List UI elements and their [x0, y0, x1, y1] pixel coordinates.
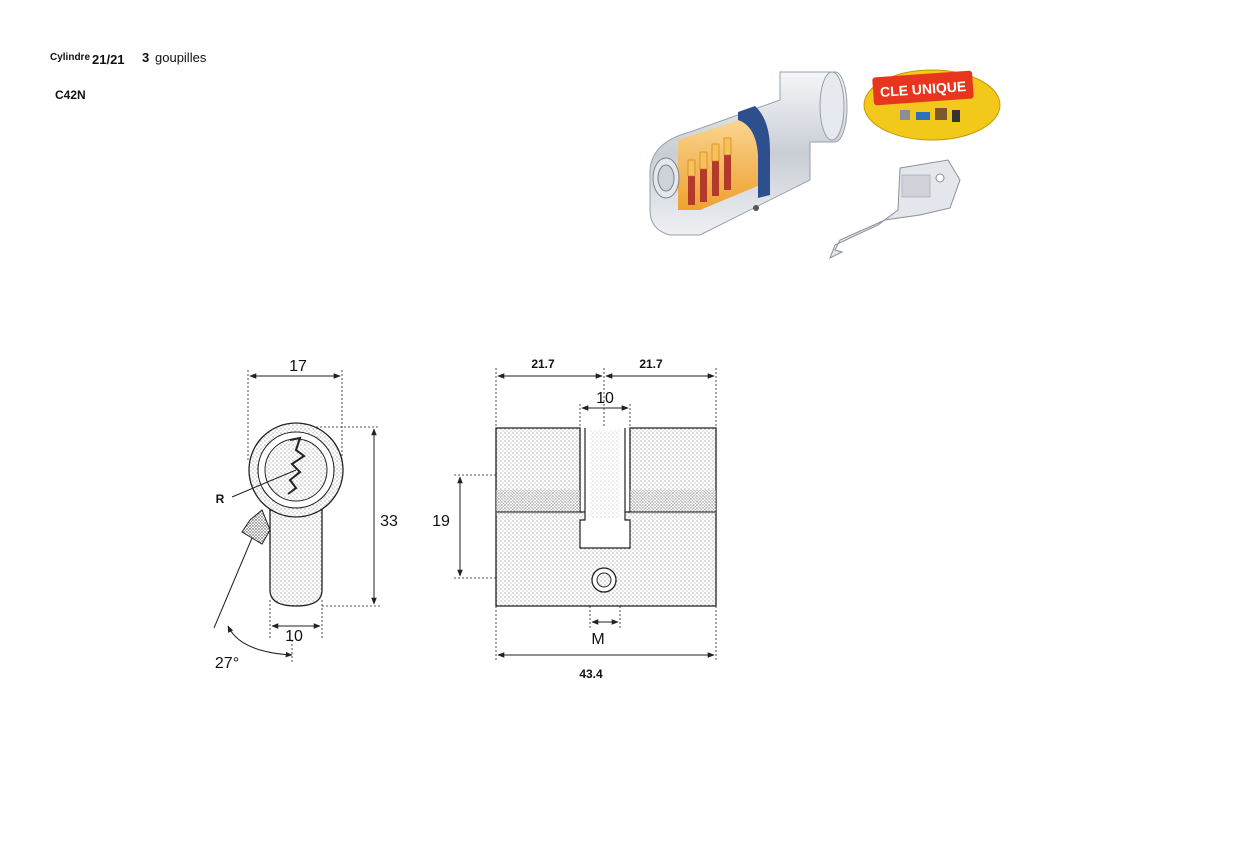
- badge-text: CLE UNIQUE: [879, 78, 966, 100]
- front-view: 21.7 21.7 10 19 M 43.4: [432, 357, 717, 681]
- right-half-label: 21.7: [639, 357, 663, 371]
- pin-count: 3: [142, 50, 150, 65]
- product-illustration: CLE UNIQUE: [649, 69, 1001, 260]
- side-height-label: 33: [380, 513, 398, 530]
- reference-code: C42N: [55, 88, 86, 102]
- pin-label: goupilles: [155, 50, 207, 65]
- left-half-label: 21.7: [531, 357, 555, 371]
- cylinder-cutaway: [649, 71, 848, 236]
- angle-label: 27°: [215, 655, 239, 672]
- key-icon: [829, 159, 961, 260]
- pin-stack: [687, 137, 732, 205]
- cylinder-model-label: Cylindre: [50, 52, 91, 63]
- radius-label: R: [216, 492, 225, 506]
- cam-height-label: 19: [432, 513, 450, 530]
- cylinder-size: 21/21: [92, 52, 125, 67]
- side-bottom-width-label: 10: [285, 628, 303, 645]
- total-length-label: 43.4: [579, 667, 603, 681]
- unique-key-badge: CLE UNIQUE: [863, 69, 1001, 141]
- side-view: 17 33 10 27° R: [213, 358, 398, 672]
- screw-label: M: [591, 631, 604, 648]
- side-width-label: 17: [289, 358, 307, 375]
- cam-slot-label: 10: [596, 390, 614, 407]
